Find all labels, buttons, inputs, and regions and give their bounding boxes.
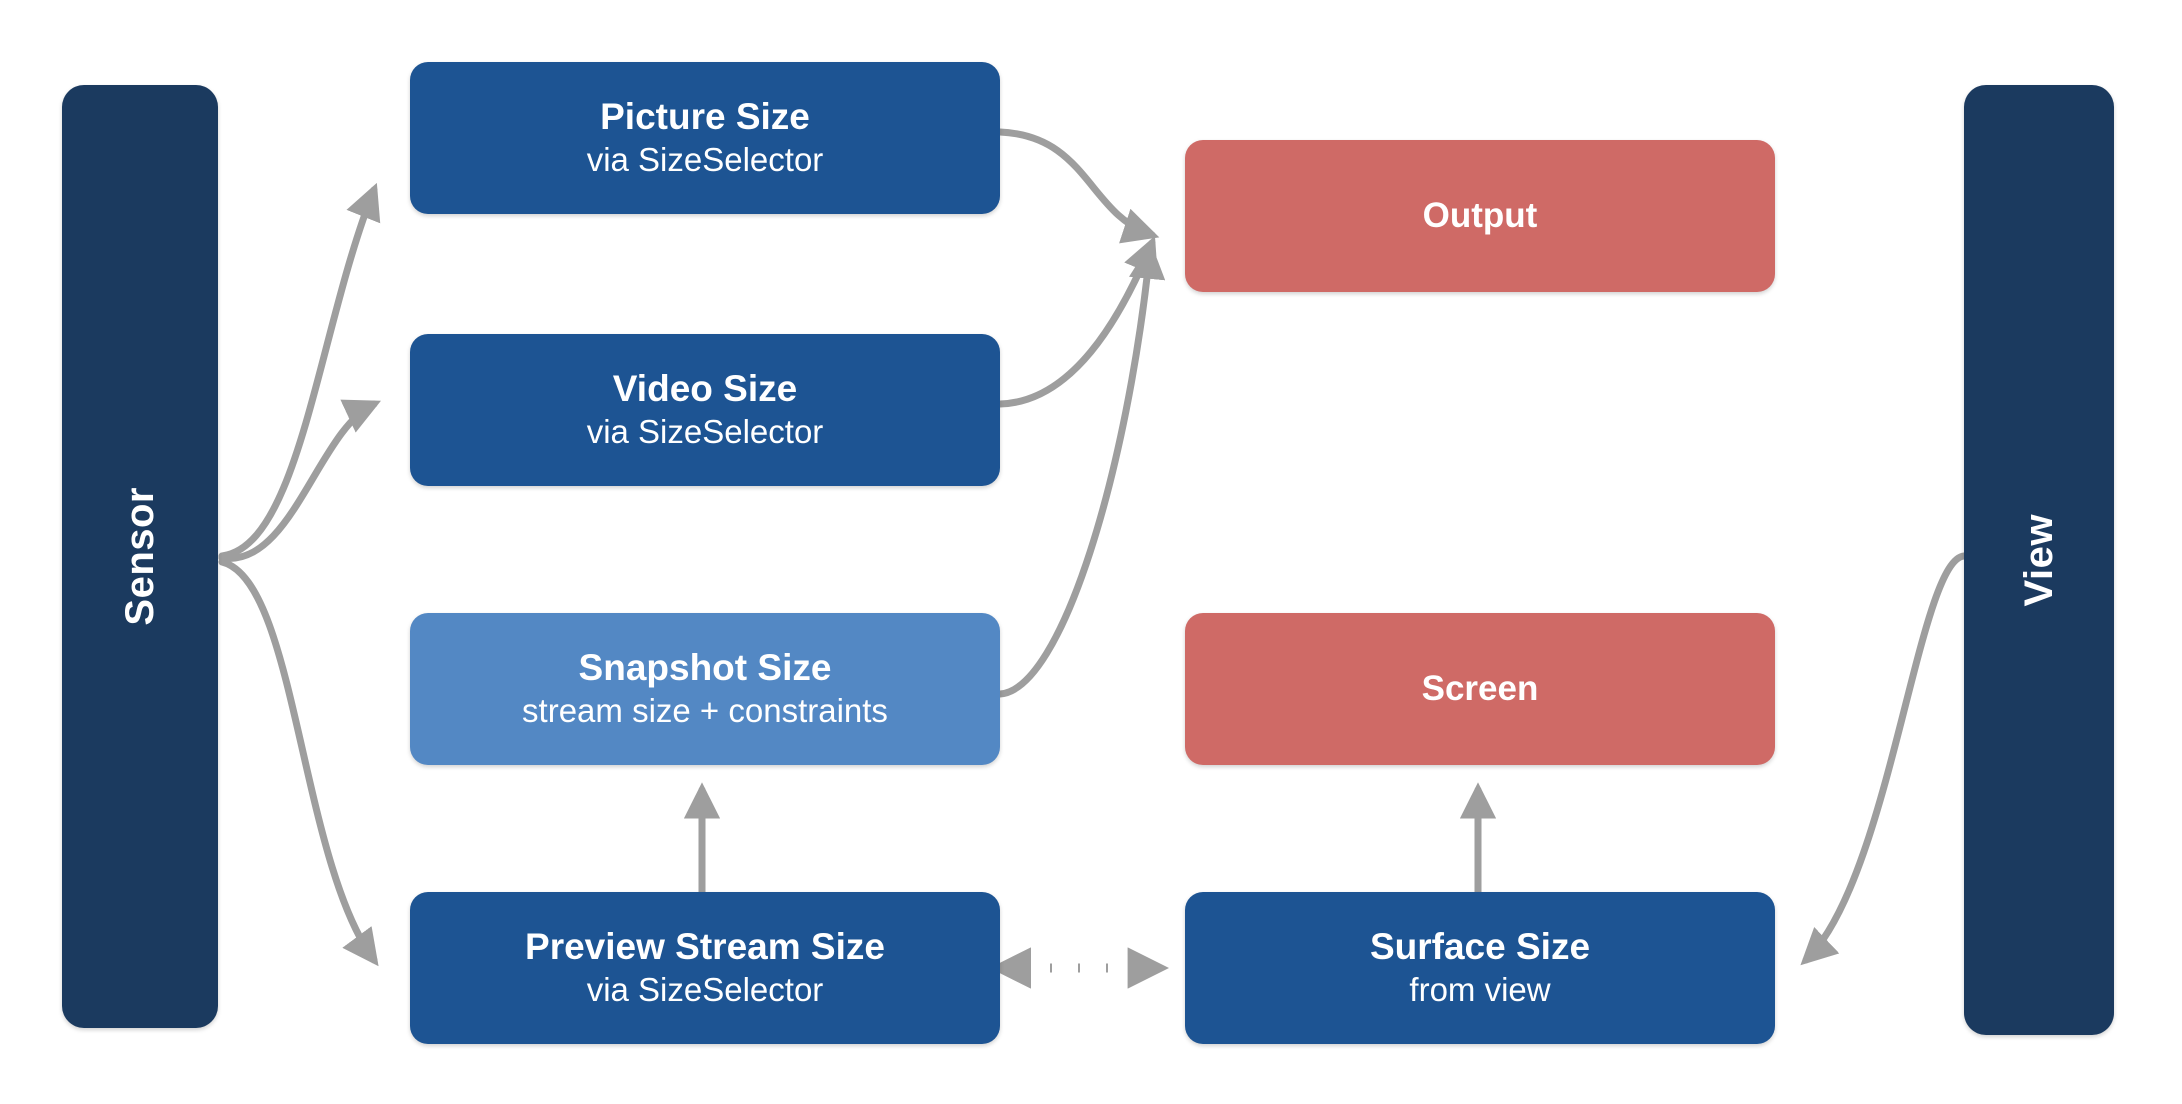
edge-video-to-output — [996, 235, 1158, 408]
edge-sensor-to-picture — [218, 182, 381, 560]
edge-snapshot-to-output — [996, 242, 1166, 698]
node-preview-stream-size-title: Preview Stream Size — [525, 925, 885, 967]
node-video-size[interactable]: Video Size via SizeSelector — [410, 334, 1000, 486]
lane-sensor[interactable]: Sensor — [62, 85, 218, 1028]
node-preview-stream-size[interactable]: Preview Stream Size via SizeSelector — [410, 892, 1000, 1044]
edge-picture-to-output — [996, 128, 1160, 244]
node-picture-size-subtitle: via SizeSelector — [586, 141, 824, 179]
node-picture-size-title: Picture Size — [600, 95, 810, 137]
node-snapshot-size-title: Snapshot Size — [578, 646, 832, 688]
node-output-title: Output — [1422, 196, 1538, 236]
lane-view[interactable]: View — [1964, 85, 2114, 1035]
node-surface-size-title: Surface Size — [1369, 925, 1591, 967]
node-snapshot-size[interactable]: Snapshot Size stream size + constraints — [410, 613, 1000, 765]
edge-sensor-to-preview — [218, 558, 379, 967]
lane-view-label: View — [2016, 513, 2061, 607]
node-snapshot-size-subtitle: stream size + constraints — [522, 692, 888, 730]
node-surface-size[interactable]: Surface Size from view — [1185, 892, 1775, 1044]
node-video-size-title: Video Size — [612, 367, 798, 409]
edge-view-to-surface — [1800, 552, 1968, 966]
edge-sensor-to-video — [218, 399, 381, 562]
node-screen[interactable]: Screen — [1185, 613, 1775, 765]
node-preview-stream-size-subtitle: via SizeSelector — [586, 971, 824, 1009]
node-screen-title: Screen — [1421, 669, 1539, 709]
node-output[interactable]: Output — [1185, 140, 1775, 292]
lane-sensor-label: Sensor — [117, 487, 162, 626]
node-surface-size-subtitle: from view — [1409, 971, 1551, 1009]
node-video-size-subtitle: via SizeSelector — [586, 413, 824, 451]
node-picture-size[interactable]: Picture Size via SizeSelector — [410, 62, 1000, 214]
